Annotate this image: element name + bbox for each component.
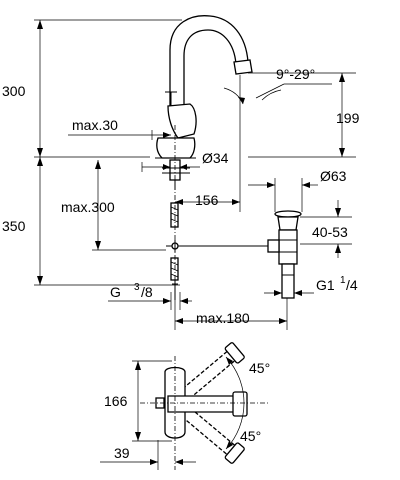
spout-height-label: 199: [336, 110, 360, 126]
lift-rod-max-label: max.30: [72, 117, 118, 133]
connection-right-denominator: /4: [346, 277, 358, 293]
connection-right-numerator: 1: [340, 275, 346, 286]
spout-reach-dimension: [175, 75, 241, 212]
connection-left-dimension: [108, 292, 192, 310]
faucet-body-side: [155, 15, 253, 300]
connection-left-numerator: 3: [134, 282, 140, 293]
lower-max-dimension: [92, 160, 166, 251]
connection-left-denominator: /8: [141, 284, 153, 300]
hole-diameter-dimension: [141, 162, 200, 172]
top-height-label: 166: [104, 393, 128, 409]
drain-range-dimension: [300, 200, 352, 258]
reach-max-dimension: [174, 298, 288, 330]
angle-bottom-label: 45°: [240, 428, 261, 444]
top-height-dimension: [132, 360, 172, 442]
swivel-angle-label: 9°-29°: [276, 66, 315, 82]
connection-right-label: G1: [316, 277, 335, 293]
drain-diameter-label: Ø63: [320, 168, 347, 184]
lift-rod-dimension: [68, 130, 171, 140]
angle-top-label: 45°: [249, 360, 270, 376]
height-lower-label: 350: [2, 218, 26, 234]
top-offset-label: 39: [114, 445, 130, 461]
drain-range-label: 40-53: [312, 224, 348, 240]
connection-left-label: G: [110, 284, 121, 300]
connection-right-dimension: [264, 290, 314, 296]
swivel-angle-indicator: [223, 83, 332, 105]
hole-diameter-label: Ø34: [202, 150, 229, 166]
lower-max-label: max.300: [61, 199, 115, 215]
reach-max-label: max.180: [196, 310, 250, 326]
vertical-dimension-199: [248, 72, 356, 158]
drain-diameter-dimension: [248, 178, 318, 212]
spout-reach-label: 156: [195, 192, 219, 208]
drain-assembly: [267, 210, 302, 299]
top-offset-dimension: [100, 440, 196, 470]
rotation-arcs: [225, 356, 245, 450]
pull-rod: [166, 240, 278, 252]
vertical-dimension-300-350: [34, 19, 182, 286]
height-upper-label: 300: [2, 83, 26, 99]
